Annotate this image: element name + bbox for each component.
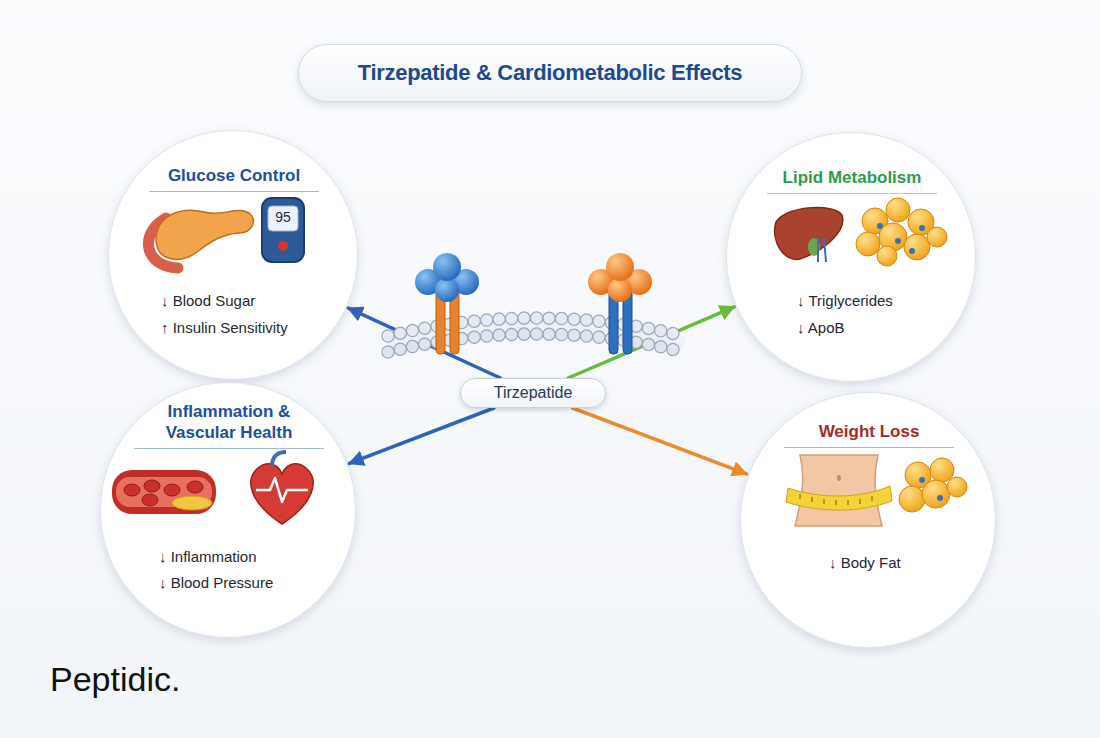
red-blood-cell — [187, 481, 203, 493]
effect-bullet: ↓ ApoB — [797, 318, 845, 338]
measuring-tape — [786, 486, 892, 510]
effect-bullet: ↓ Body Fat — [829, 553, 901, 573]
brand-watermark: Peptidic. — [50, 660, 250, 699]
effect-heading: Inflammation & Vascular Health — [134, 401, 324, 449]
drug-name: Tirzepatide — [494, 384, 573, 402]
blood-vessel-icon — [112, 470, 216, 514]
receptor-head — [415, 269, 441, 295]
fat-cell — [879, 223, 907, 251]
fat-cell — [856, 232, 880, 256]
cell-nucleus — [919, 477, 925, 483]
cell-nucleus — [937, 495, 943, 501]
red-blood-cell — [164, 484, 180, 496]
gip-receptor — [415, 253, 479, 354]
effect-arrow — [573, 408, 747, 474]
effect-circle: Glucose Control ↓ Blood Sugar ↑ Insulin Se… — [108, 130, 358, 380]
effect-circle: Lipid Metabolism ↓ Triglycerides ↓ ApoB — [726, 132, 976, 382]
gallbladder-shape — [808, 238, 820, 256]
cell-membrane — [388, 318, 684, 352]
effect-heading: Lipid Metabolism — [767, 167, 937, 194]
cell-nucleus — [895, 238, 901, 244]
fat-cell — [908, 209, 934, 235]
effect-heading: Weight Loss — [784, 421, 954, 448]
effect-bullet: ↓ Inflammation — [159, 547, 257, 567]
pancreas-shape — [156, 210, 253, 259]
pulse-line — [256, 478, 308, 502]
fat-cell — [947, 477, 967, 497]
glucometer-screen — [268, 206, 298, 231]
arterial-plaque — [172, 496, 212, 510]
effect-arrow — [349, 408, 494, 463]
receptor-stem — [609, 290, 618, 354]
receptor-stem — [623, 290, 632, 354]
fat-cell — [927, 227, 947, 247]
waist-icon — [786, 455, 892, 526]
fat-cell — [930, 458, 954, 482]
effect-bullet: ↑ Insulin Sensitivity — [161, 318, 288, 338]
pancreas-icon — [148, 210, 253, 268]
receptor-head — [626, 269, 652, 295]
torso-shape — [795, 455, 882, 526]
fat-cell — [886, 198, 910, 222]
tape-ticks — [800, 494, 872, 505]
fat-cell — [905, 462, 931, 488]
vessel-lumen — [116, 477, 212, 507]
fat-cells-icon — [899, 458, 967, 512]
red-blood-cell — [124, 484, 140, 496]
effect-bullet: ↓ Blood Pressure — [159, 573, 273, 593]
heart-icon — [251, 452, 313, 524]
effect-heading: Glucose Control — [149, 165, 319, 192]
effect-circle: Inflammation & Vascular Health ↓ Inflamma… — [100, 382, 356, 638]
membrane-bead-outline — [388, 334, 684, 352]
glucometer-body — [262, 198, 304, 262]
receptor-head — [606, 253, 634, 281]
fat-cells-icon — [856, 198, 947, 266]
vessel-wall — [112, 470, 216, 514]
drug-label-pill: Tirzepatide — [460, 378, 606, 408]
liver-shape — [775, 207, 843, 259]
receptor-head — [433, 253, 461, 281]
membrane-bead-outline — [388, 318, 684, 336]
fat-cell — [899, 486, 925, 512]
navel — [837, 475, 841, 481]
fat-cell — [877, 246, 897, 266]
diagram-title: Tirzepatide & Cardiometabolic Effects — [358, 60, 743, 86]
receptor-head — [435, 278, 459, 302]
effect-bullet: ↓ Blood Sugar — [161, 291, 255, 311]
membrane-bead-row — [388, 334, 684, 352]
red-blood-cell — [142, 494, 158, 506]
membrane-core — [388, 326, 684, 344]
glp1-receptor — [588, 253, 652, 354]
heart-vessel — [272, 452, 286, 466]
receptor-head — [588, 269, 614, 295]
liver-icon — [775, 207, 843, 262]
receptor-stem — [450, 290, 459, 354]
cell-nucleus — [877, 223, 883, 229]
receptor-head — [453, 269, 479, 295]
glucometer-button — [278, 241, 288, 251]
duodenum-shape — [148, 218, 178, 268]
fat-cell — [904, 234, 930, 260]
effect-circle: Weight Loss ↓ Body Fat — [740, 392, 996, 648]
glucometer-icon — [262, 198, 304, 262]
title-banner: Tirzepatide & Cardiometabolic Effects — [298, 44, 802, 102]
red-blood-cell — [144, 480, 160, 492]
cell-nucleus — [919, 225, 925, 231]
effect-arrow — [348, 308, 500, 378]
membrane-bead-row — [388, 318, 684, 336]
effect-arrow — [568, 307, 734, 378]
receptor-head — [608, 278, 632, 302]
heart-shape — [251, 464, 313, 524]
fat-cell — [862, 208, 888, 234]
cell-nucleus — [909, 248, 915, 254]
fat-cell — [922, 480, 950, 508]
liver-vessel — [818, 238, 826, 262]
effect-bullet: ↓ Triglycerides — [797, 291, 893, 311]
receptor-stem — [436, 290, 445, 354]
